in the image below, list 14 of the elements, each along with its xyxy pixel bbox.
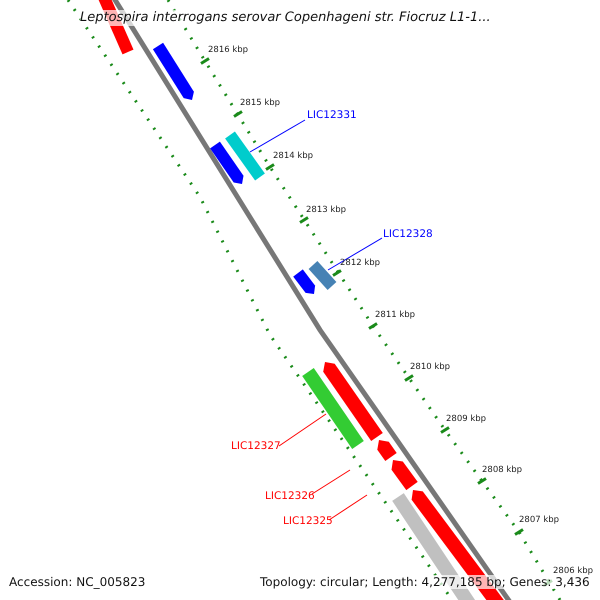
scale-label: 2807 kbp: [519, 515, 560, 526]
map-info-text: Topology: circular; Length: 4,277,185 bp; Genes: 3,436: [260, 575, 590, 590]
scale-label: 2806 kbp: [553, 566, 594, 576]
scale-label: 2816 kbp: [208, 45, 248, 56]
scale-label: 2814 kbp: [273, 151, 314, 162]
scale-label: 2812 kbp: [340, 258, 380, 268]
scale-label: 2815 kbp: [240, 98, 280, 108]
scale-label: 2811 kbp: [375, 310, 416, 320]
scale-label: 2808 kbp: [482, 465, 522, 476]
scale-label: 2813 kbp: [306, 205, 346, 216]
scale-label: 2810 kbp: [410, 362, 450, 372]
scale-label: 2809 kbp: [446, 414, 486, 424]
map-info-text: Accession: NC_005823: [9, 575, 146, 590]
map-title: Leptospira interrogans serovar Copenhageni str. Fiocruz L1-1...: [80, 10, 491, 26]
